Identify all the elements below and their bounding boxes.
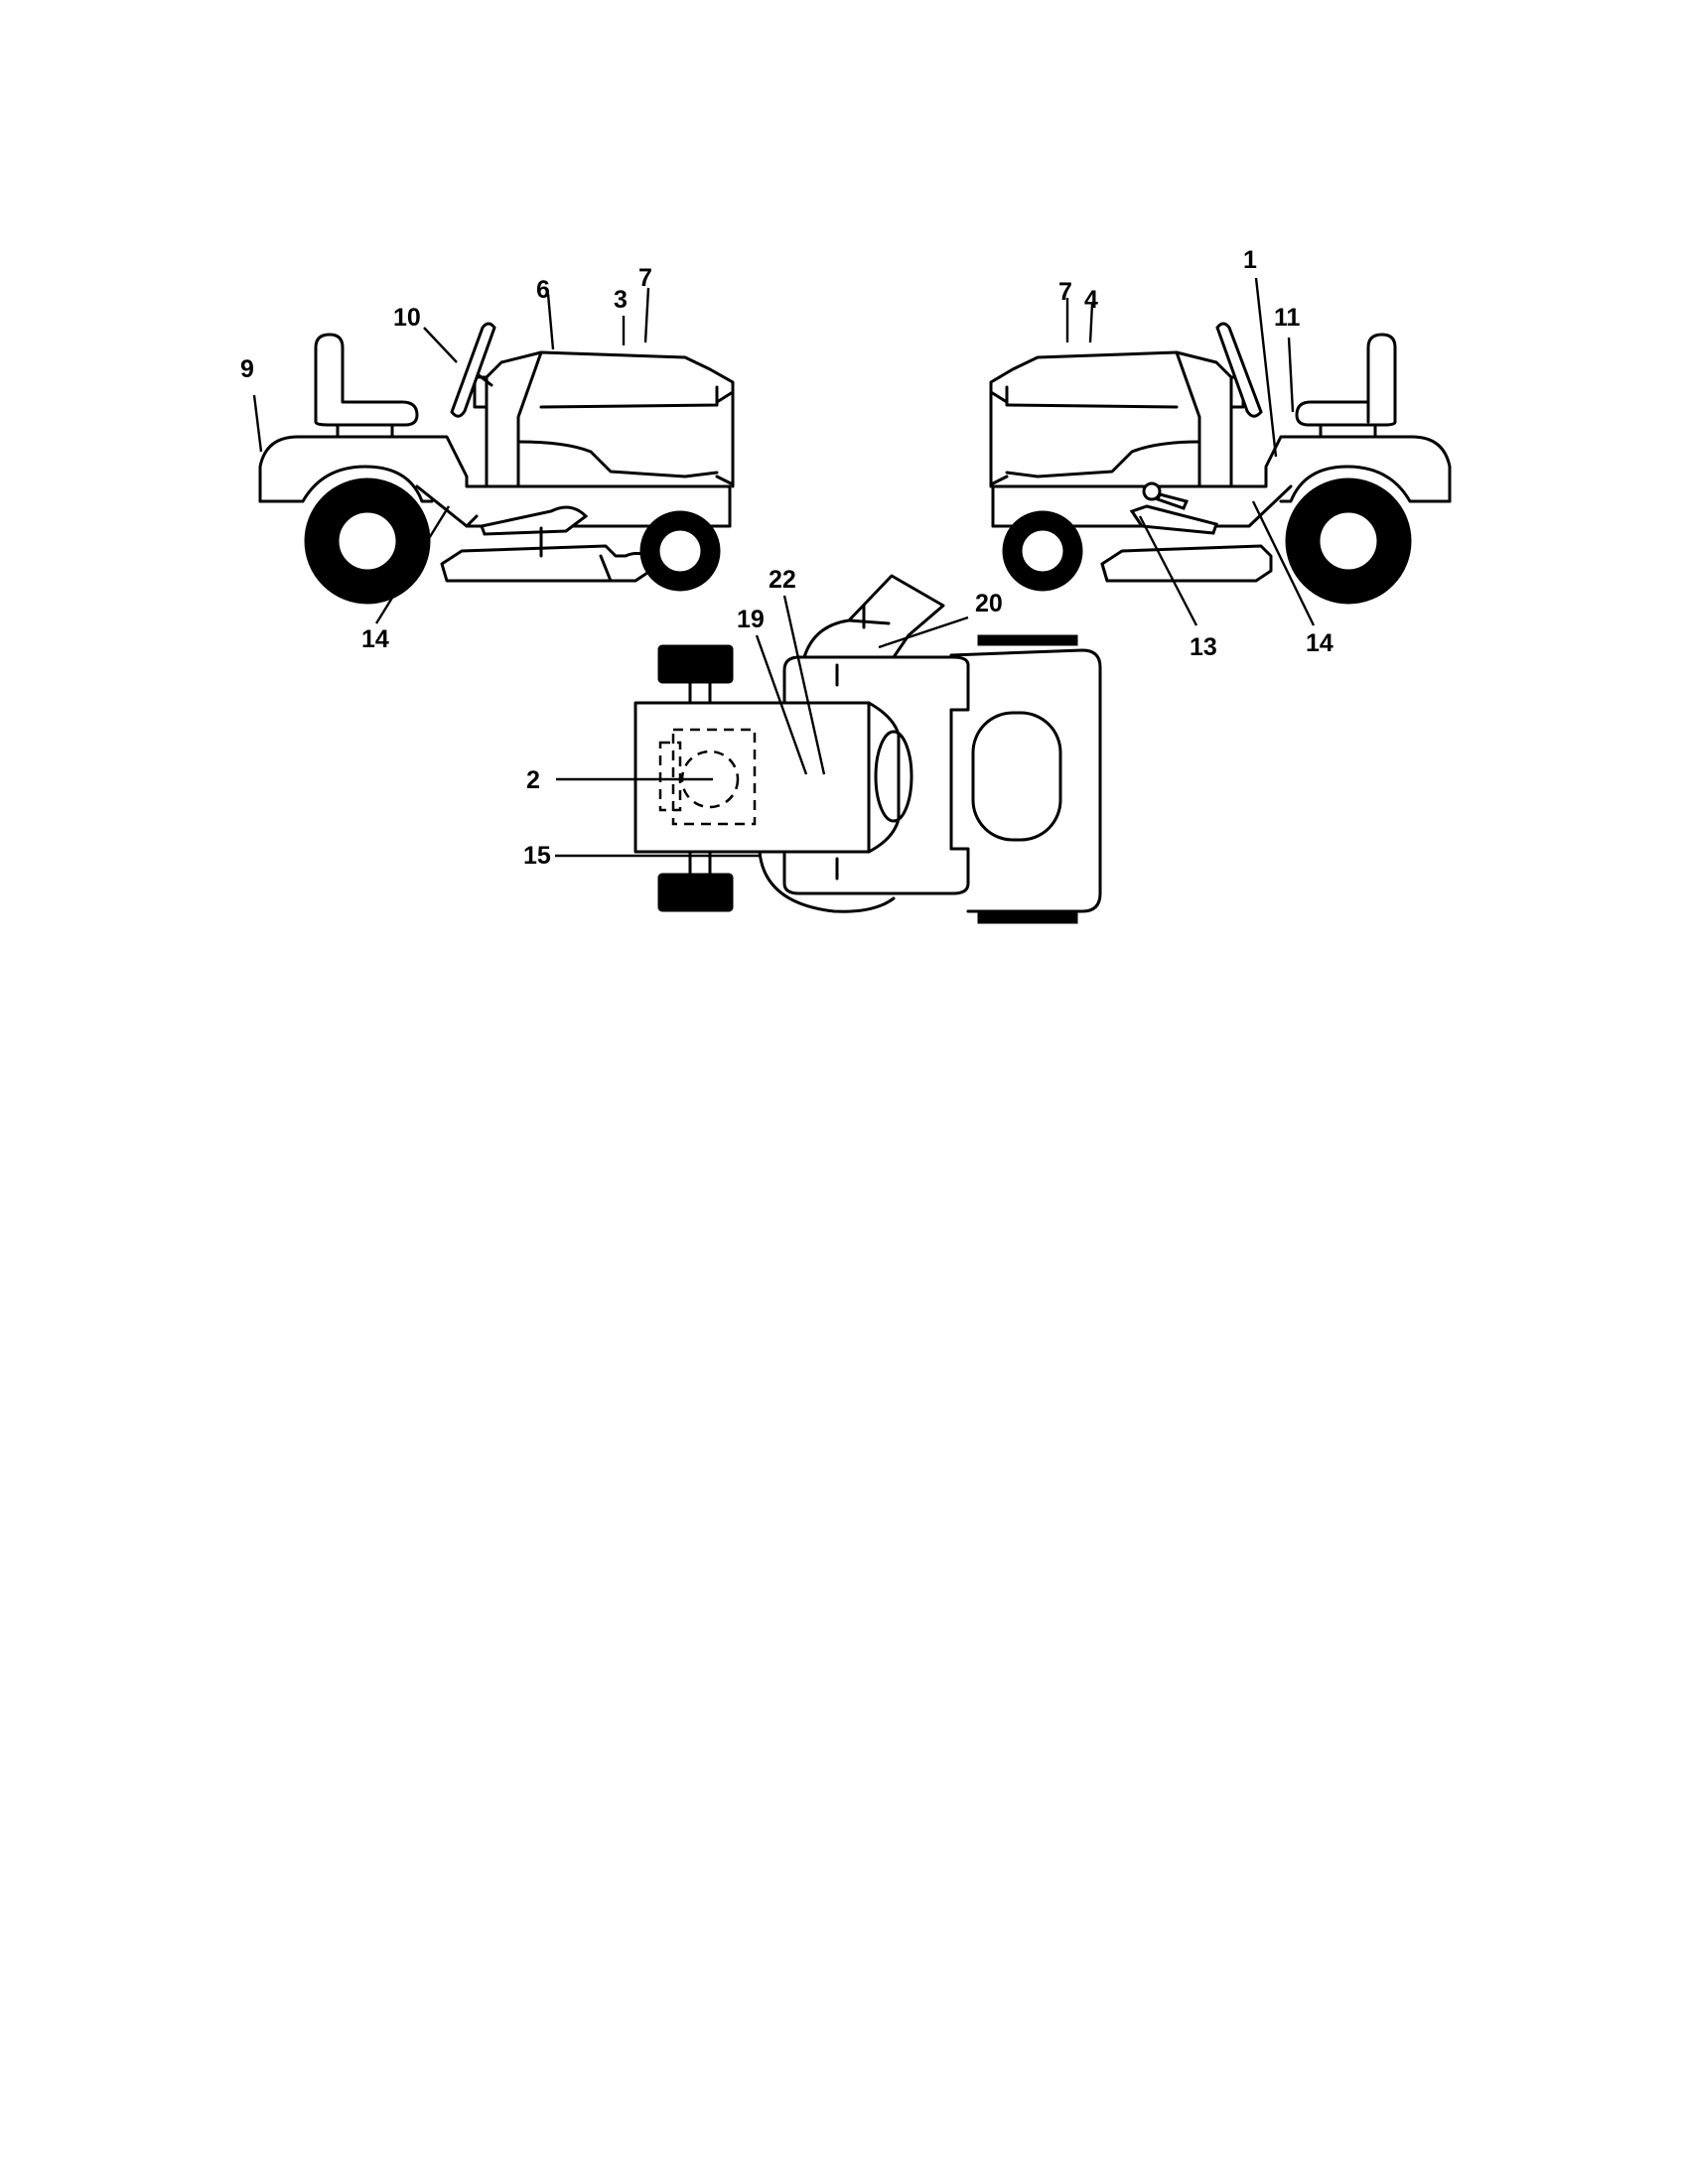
callout-9: 9 [240, 355, 254, 383]
callout-2: 2 [526, 766, 540, 794]
callout-7-right: 7 [1058, 278, 1072, 306]
callout-3: 3 [614, 286, 628, 314]
tractor-top-view [633, 574, 1102, 924]
callout-6: 6 [536, 276, 550, 304]
callout-1: 1 [1243, 246, 1257, 274]
callout-20: 20 [975, 590, 1003, 617]
tractor-left-side-view [258, 322, 735, 605]
callout-11: 11 [1274, 304, 1301, 332]
tractor-right-side-view [989, 322, 1452, 605]
callout-7-left: 7 [638, 264, 652, 292]
callout-14-left: 14 [361, 625, 389, 653]
callout-14-right: 14 [1306, 629, 1333, 657]
callout-10: 10 [393, 304, 421, 332]
callout-4: 4 [1084, 286, 1098, 314]
callout-19: 19 [737, 606, 765, 633]
leader-lines [252, 277, 1316, 858]
callout-22: 22 [769, 566, 796, 594]
callout-13: 13 [1190, 633, 1217, 661]
callout-15: 15 [523, 842, 551, 870]
callout-labels: 1 2 3 4 6 7 7 9 10 11 13 14 14 15 19 20 … [240, 246, 1333, 870]
